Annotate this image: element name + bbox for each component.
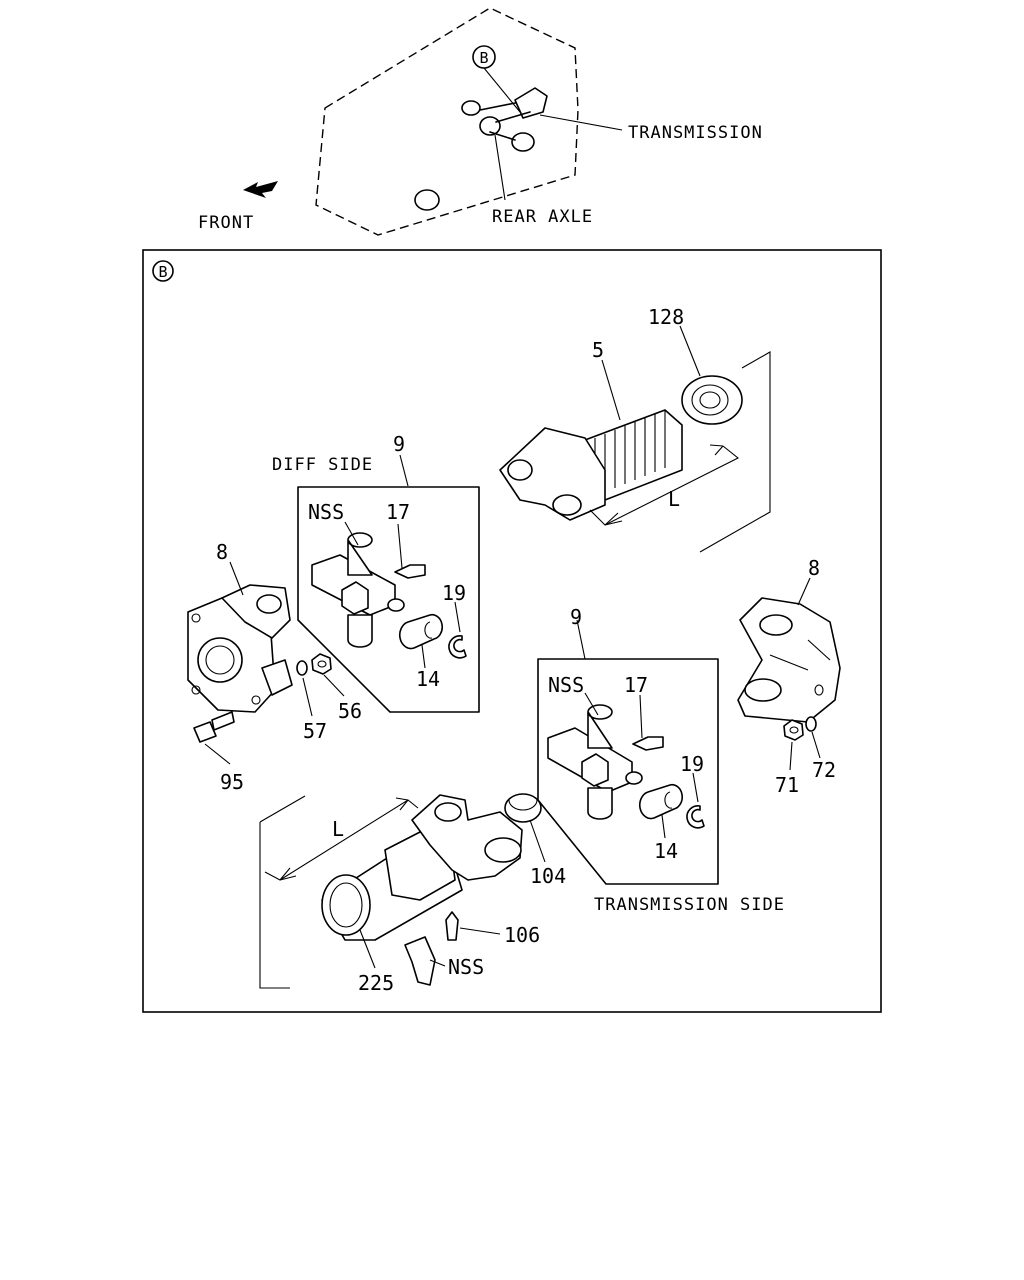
part-label-17-trans: 17 <box>624 673 648 697</box>
part-label-9-diff: 9 <box>393 432 405 456</box>
diff-side-caption: DIFF SIDE <box>272 455 373 475</box>
part-label-nss-guard: NSS <box>448 955 484 979</box>
spider-nss-trans[interactable] <box>547 704 643 820</box>
grease-nipple-17-trans[interactable] <box>632 736 664 751</box>
svg-text:B: B <box>158 263 167 281</box>
part-label-71: 71 <box>775 773 799 797</box>
detail-marker: B <box>152 260 174 282</box>
spider-nss-diff[interactable] <box>311 532 405 648</box>
rear-axle-callout: REAR AXLE <box>492 207 593 227</box>
washer-57[interactable] <box>296 660 308 676</box>
snap-ring-19-diff[interactable] <box>448 635 467 659</box>
part-label-72: 72 <box>812 758 836 782</box>
svg-text:B: B <box>479 49 488 67</box>
nut-56[interactable] <box>311 653 332 675</box>
washer-72[interactable] <box>805 716 817 732</box>
part-label-128: 128 <box>648 305 684 329</box>
dust-cap-104[interactable] <box>504 793 542 823</box>
part-label-14-trans: 14 <box>654 839 678 863</box>
spline-shaft-5[interactable] <box>499 409 683 521</box>
front-callout: FRONT <box>198 213 254 233</box>
part-label-225: 225 <box>358 971 394 995</box>
length-dimension-top: L <box>589 351 771 553</box>
part-label-104: 104 <box>530 864 566 888</box>
ujoint-kit-box-diff <box>297 486 480 713</box>
flange-yoke-8-left[interactable] <box>187 584 293 713</box>
part-label-17-diff: 17 <box>386 500 410 524</box>
part-label-5: 5 <box>592 338 604 362</box>
detail-frame <box>142 249 882 1013</box>
part-label-nss-trans: NSS <box>548 673 584 697</box>
flange-yoke-8-right[interactable] <box>737 597 841 723</box>
front-arrow-icon <box>243 181 278 198</box>
seal-128[interactable] <box>681 375 743 425</box>
part-label-14-diff: 14 <box>416 667 440 691</box>
length-dimension-bottom: L <box>259 795 419 989</box>
detail-marker-overview[interactable]: B <box>472 45 496 69</box>
part-label-19-diff: 19 <box>442 581 466 605</box>
part-label-nss-diff: NSS <box>308 500 344 524</box>
snap-ring-19-trans[interactable] <box>686 805 705 829</box>
bolt-95[interactable] <box>193 711 235 743</box>
vehicle-overview: B TRANSMISSION REAR AXLE FRONT <box>198 7 763 236</box>
grease-guard-nss[interactable] <box>404 936 436 986</box>
ujoint-kit-box-trans <box>537 658 719 885</box>
sleeve-yoke-225[interactable] <box>321 794 523 941</box>
dimension-label-bottom: L <box>332 817 344 841</box>
grease-fitting-106[interactable] <box>445 911 459 941</box>
transmission-side-caption: TRANSMISSION SIDE <box>594 895 785 915</box>
part-label-8-left: 8 <box>216 540 228 564</box>
part-label-9-trans: 9 <box>570 605 582 629</box>
driveshaft-overview[interactable] <box>461 87 548 152</box>
transmission-callout: TRANSMISSION <box>628 123 763 143</box>
dimension-label-top: L <box>668 487 680 511</box>
part-label-57: 57 <box>303 719 327 743</box>
part-label-106: 106 <box>504 923 540 947</box>
nut-71[interactable] <box>783 719 804 741</box>
part-label-56: 56 <box>338 699 362 723</box>
bearing-cup-14-trans[interactable] <box>638 783 683 820</box>
bearing-cup-14-diff[interactable] <box>398 613 443 650</box>
part-label-8-right: 8 <box>808 556 820 580</box>
part-label-19-trans: 19 <box>680 752 704 776</box>
part-label-95: 95 <box>220 770 244 794</box>
grease-nipple-17-diff[interactable] <box>394 564 426 579</box>
